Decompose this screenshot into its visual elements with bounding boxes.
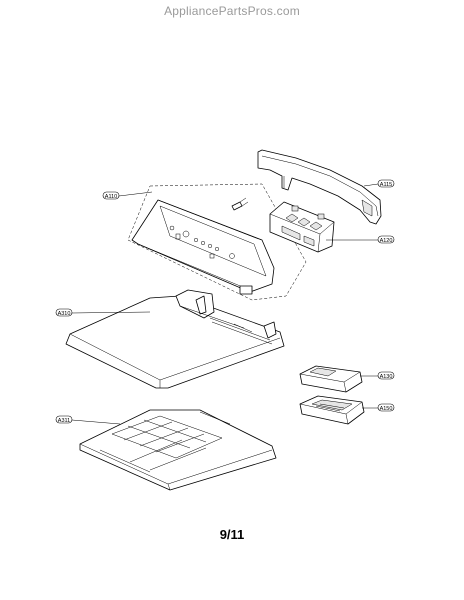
dashed-group-outline (127, 183, 307, 301)
callout-a310: A310 (58, 311, 71, 317)
callout-a311: A311 (58, 418, 70, 424)
page-number: 9/11 (219, 527, 245, 542)
part-a110-control-panel (131, 199, 275, 295)
callout-a150: A150 (380, 406, 393, 412)
callout-a120: A120 (380, 238, 393, 244)
callout-a110: A110 (105, 194, 117, 200)
callout-a115: A115 (380, 182, 392, 188)
callout-a130: A130 (380, 374, 393, 380)
watermark: AppliancePartsPros.com (164, 4, 300, 18)
part-a310-lid (65, 289, 285, 389)
part-a130-module (299, 365, 363, 393)
part-a311-cover (79, 409, 277, 491)
part-a115-bracket (257, 149, 382, 225)
part-a120-control-board (269, 201, 335, 253)
screw (231, 197, 249, 211)
part-a150-tray (299, 395, 365, 425)
